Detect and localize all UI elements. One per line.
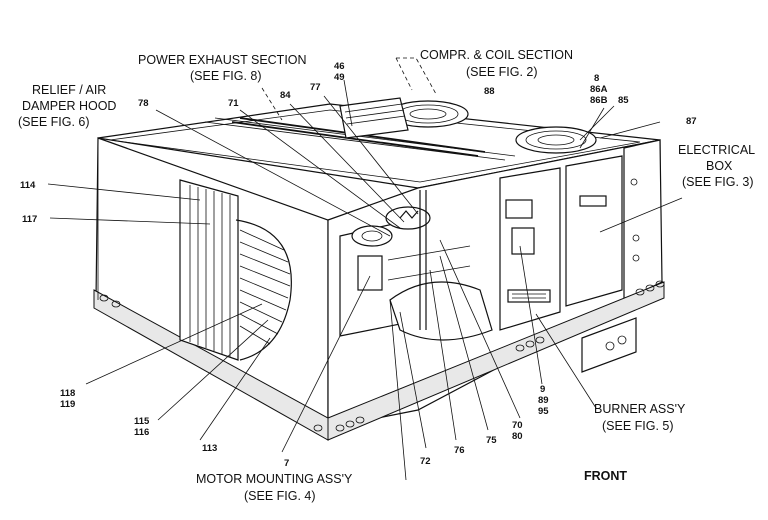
burner-label-2: (SEE FIG. 5) (602, 419, 674, 433)
compr-coil-label-2: (SEE FIG. 2) (466, 65, 538, 79)
part-72: 72 (420, 456, 431, 467)
condenser-fans (339, 97, 597, 154)
part-114: 114 (20, 180, 36, 191)
part-80: 80 (512, 431, 523, 442)
leader-lines (47, 57, 683, 481)
part-118: 118 (60, 388, 75, 399)
part-76: 76 (454, 445, 465, 456)
part-86a: 86A (590, 84, 608, 95)
part-95: 95 (538, 406, 549, 417)
electrical-label-3: (SEE FIG. 3) (682, 175, 754, 189)
part-86b: 86B (590, 95, 608, 106)
part-115: 115 (134, 416, 150, 427)
electrical-label-1: ELECTRICAL (678, 143, 755, 157)
burner-access-panel (581, 317, 637, 373)
part-113: 113 (202, 443, 217, 454)
power-exhaust-label-2: (SEE FIG. 8) (190, 69, 262, 83)
electrical-label-2: BOX (706, 159, 733, 173)
power-exhaust-blower (339, 190, 493, 341)
motor-label-1: MOTOR MOUNTING ASS'Y (196, 472, 353, 486)
part-49: 49 (334, 72, 345, 83)
part-116: 116 (134, 427, 149, 438)
part-75: 75 (486, 435, 497, 446)
part-117: 117 (22, 214, 37, 225)
part-9: 9 (540, 384, 545, 395)
relief-label-3: (SEE FIG. 6) (18, 115, 90, 129)
front-label: FRONT (584, 469, 627, 483)
power-exhaust-label-1: POWER EXHAUST SECTION (138, 53, 307, 67)
part-46: 46 (334, 61, 345, 72)
part-77: 77 (310, 82, 321, 93)
relief-label-1: RELIEF / AIR (32, 83, 106, 97)
part-78: 78 (138, 98, 149, 109)
motor-label-2: (SEE FIG. 4) (244, 489, 316, 503)
burner-label-1: BURNER ASS'Y (594, 402, 686, 416)
relief-label-2: DAMPER HOOD (22, 99, 116, 113)
section-labels: POWER EXHAUST SECTION (SEE FIG. 8) COMPR… (18, 48, 755, 503)
part-88: 88 (484, 86, 495, 97)
relief-damper-coil (179, 179, 292, 361)
part-85: 85 (618, 95, 629, 106)
part-119: 119 (60, 399, 75, 410)
compr-coil-label-1: COMPR. & COIL SECTION (420, 48, 573, 62)
part-8: 8 (594, 73, 599, 84)
burner-section (499, 167, 561, 331)
part-87: 87 (686, 116, 697, 127)
part-7: 7 (284, 458, 289, 469)
part-70: 70 (512, 420, 523, 431)
part-numbers: 46 49 88 8 86A 86B 85 87 78 71 84 77 114… (20, 61, 697, 469)
part-84: 84 (280, 90, 291, 101)
part-71: 71 (228, 98, 239, 109)
electrical-box (565, 155, 640, 307)
part-89: 89 (538, 395, 549, 406)
